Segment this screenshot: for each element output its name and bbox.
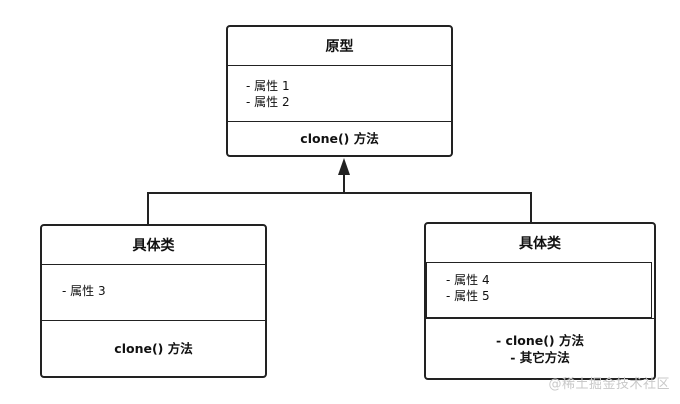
concrete-class-right-method-other: - 其它方法 bbox=[510, 349, 570, 365]
concrete-class-left-methods: clone() 方法 bbox=[42, 320, 265, 376]
concrete-class-right-box: 具体类 - 属性 4 - 属性 5 - clone() 方法 - 其它方法 bbox=[424, 222, 656, 380]
concrete-class-left-title: 具体类 bbox=[132, 238, 175, 254]
prototype-methods: clone() 方法 bbox=[228, 121, 451, 155]
concrete-class-right-attribute-frame bbox=[426, 262, 652, 318]
generalization-arrowhead bbox=[338, 158, 350, 175]
concrete-class-right-attributes: - 属性 4 - 属性 5 bbox=[426, 262, 654, 318]
concrete-class-left-attributes: - 属性 3 bbox=[42, 264, 265, 320]
prototype-class-box: 原型 - 属性 1 - 属性 2 clone() 方法 bbox=[226, 25, 453, 157]
concrete-class-right-methods: - clone() 方法 - 其它方法 bbox=[426, 318, 654, 378]
prototype-attribute-2: - 属性 2 bbox=[246, 95, 290, 109]
prototype-attributes: - 属性 1 - 属性 2 bbox=[228, 65, 451, 121]
prototype-class-title: 原型 bbox=[325, 39, 354, 55]
concrete-class-left-box: 具体类 - 属性 3 clone() 方法 bbox=[40, 224, 267, 378]
concrete-class-right-attribute-5: - 属性 5 bbox=[446, 289, 490, 303]
generalization-branch-line bbox=[147, 192, 532, 224]
concrete-class-left-method-clone: clone() 方法 bbox=[114, 341, 193, 356]
prototype-method-clone: clone() 方法 bbox=[300, 131, 379, 146]
concrete-class-right-title: 具体类 bbox=[519, 236, 561, 252]
watermark-text: @稀土掘金技术社区 bbox=[548, 377, 670, 392]
prototype-attribute-1: - 属性 1 bbox=[246, 79, 290, 93]
concrete-class-right-attribute-4: - 属性 4 bbox=[446, 273, 490, 287]
concrete-class-left-attribute-3: - 属性 3 bbox=[62, 284, 106, 298]
concrete-class-right-method-clone: - clone() 方法 bbox=[496, 332, 584, 348]
